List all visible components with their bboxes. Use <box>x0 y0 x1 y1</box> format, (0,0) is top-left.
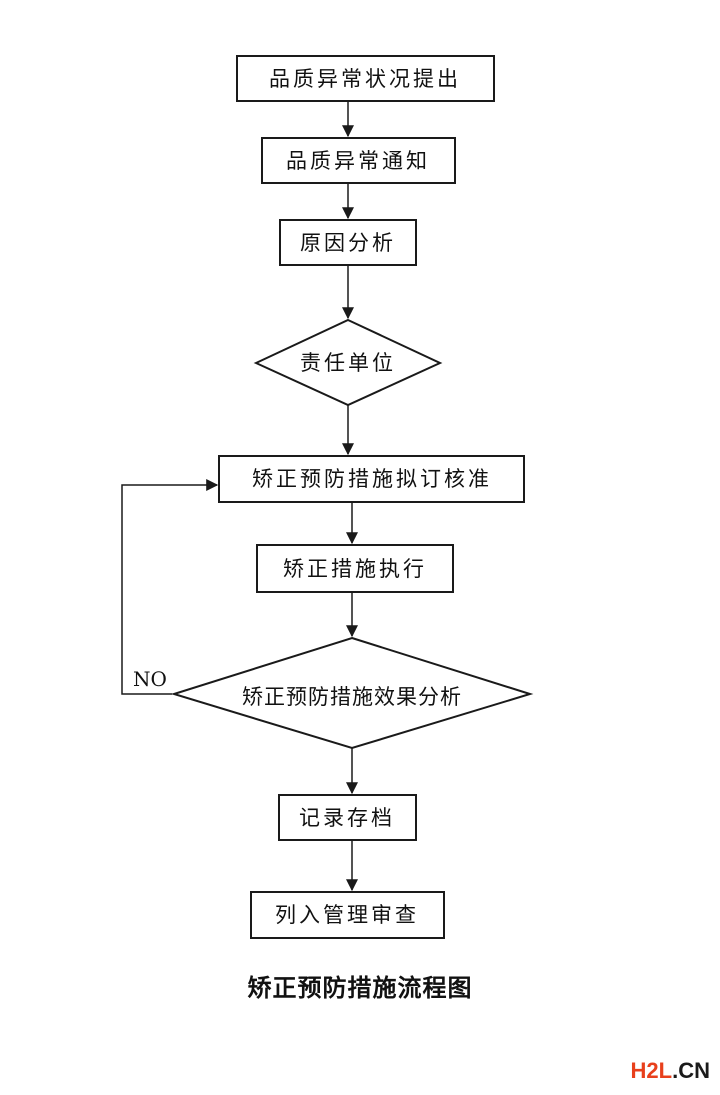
edge-label-no: NO <box>133 667 167 691</box>
watermark-suffix: .CN <box>672 1058 710 1083</box>
watermark-logo: H2L.CN <box>631 1058 710 1084</box>
node-n3: 原因分析 <box>300 231 396 255</box>
node-n6: 矫正措施执行 <box>283 557 427 581</box>
node-n2: 品质异常通知 <box>286 149 430 173</box>
node-n5-box <box>218 455 525 503</box>
node-n7: 矫正预防措施效果分析 <box>242 685 462 709</box>
watermark-main: H2L <box>630 1058 673 1083</box>
figure-caption: 矫正预防措施流程图 <box>247 974 473 1002</box>
node-n4: 责任单位 <box>300 351 396 375</box>
node-n9: 列入管理审查 <box>275 903 419 927</box>
node-n3-box <box>279 219 417 266</box>
node-n7-box <box>170 636 534 750</box>
edge-n7-n5-loop <box>121 479 219 695</box>
node-n6-box <box>256 544 454 593</box>
node-n8: 记录存档 <box>299 806 395 830</box>
node-n5: 矫正预防措施拟订核准 <box>252 467 492 491</box>
node-n1: 品质异常状况提出 <box>269 67 461 91</box>
node-n8-box <box>278 794 417 841</box>
node-n4-box <box>253 318 443 407</box>
node-n2-box <box>261 137 456 184</box>
node-n1-box <box>236 55 495 102</box>
node-n9-box <box>250 891 445 939</box>
